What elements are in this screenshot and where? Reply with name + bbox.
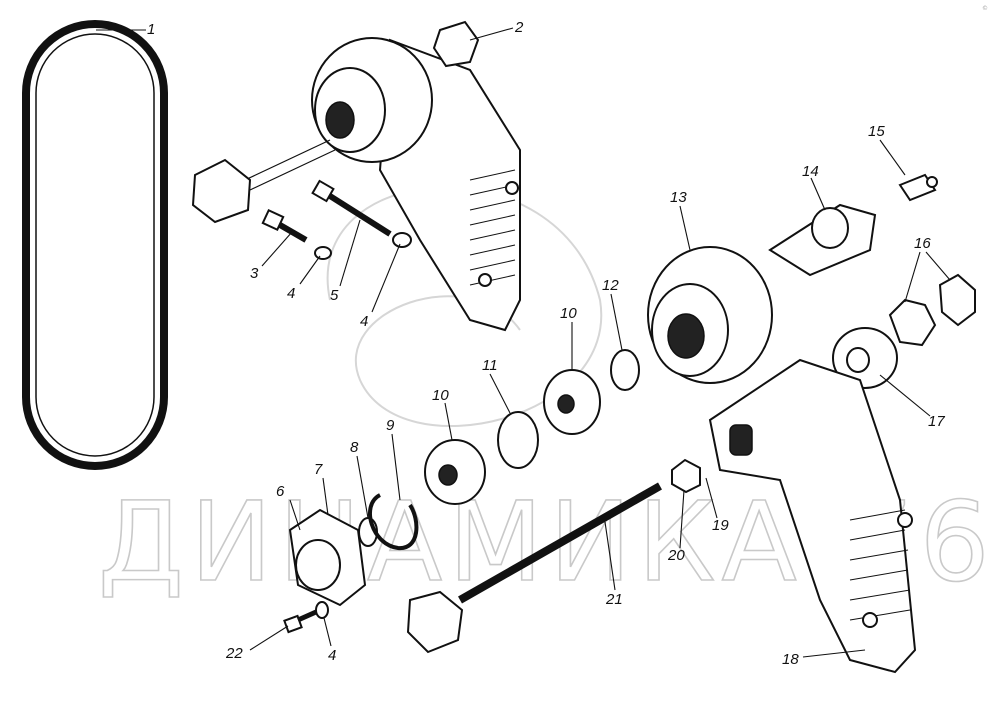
callout-22: 22 [225, 645, 243, 662]
callout-15: 15 [868, 123, 885, 140]
callout-4a: 4 [287, 285, 295, 302]
callout-19: 19 [712, 517, 729, 534]
upper-bracket-assembly [191, 20, 521, 332]
part-1-belt [22, 20, 168, 470]
callout-21: 21 [605, 591, 623, 608]
bearing-set [424, 349, 640, 505]
callout-4c: 4 [328, 647, 336, 664]
callout-20: 20 [667, 547, 685, 564]
callout-3: 3 [250, 265, 259, 282]
callout-5: 5 [330, 287, 339, 304]
callout-10a: 10 [432, 387, 449, 404]
callout-9: 9 [386, 417, 395, 434]
upper-fasteners [261, 179, 412, 260]
callout-8: 8 [350, 439, 359, 456]
lower-bracket-assembly [406, 358, 917, 674]
leader-lines [96, 27, 951, 658]
callout-14: 14 [802, 163, 819, 180]
callout-11: 11 [482, 357, 498, 374]
corner-mark: © [982, 5, 988, 12]
callout-4b: 4 [360, 313, 368, 330]
callout-18: 18 [782, 651, 799, 668]
right-pulley-assembly [647, 173, 938, 384]
callout-16: 16 [914, 235, 931, 252]
right-nuts [832, 273, 976, 389]
callout-6: 6 [276, 483, 285, 500]
callout-2: 2 [514, 19, 524, 36]
callout-17: 17 [928, 413, 945, 430]
callout-13: 13 [670, 189, 687, 206]
callout-labels: 1 2 3 4 5 4 6 7 8 9 10 10 11 12 13 14 15… [147, 19, 945, 668]
callout-1: 1 [147, 21, 155, 38]
callout-10b: 10 [560, 305, 577, 322]
left-hub-assembly [283, 493, 419, 634]
callout-7: 7 [314, 461, 323, 478]
callout-12: 12 [602, 277, 619, 294]
